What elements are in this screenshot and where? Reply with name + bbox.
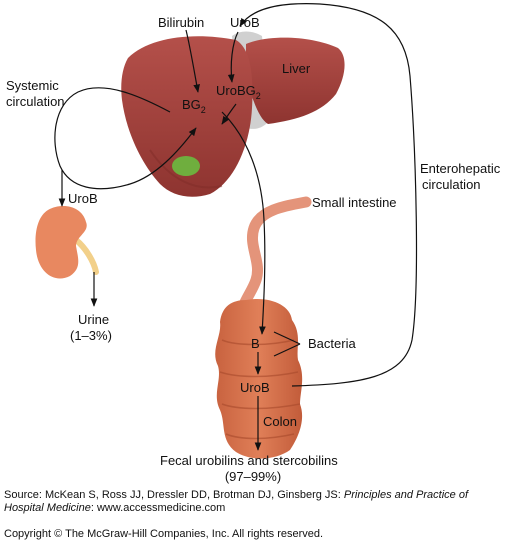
liver-shading <box>149 149 223 189</box>
kidney <box>35 206 87 279</box>
bacteria-line-lower <box>273 343 301 357</box>
label-systemic-1: Systemic <box>6 78 59 93</box>
source-title: Principles and Practice of Hospital Medi… <box>4 489 469 514</box>
small-intestine <box>236 196 312 318</box>
enterohepatic-loop <box>239 3 418 387</box>
label-fecal: Fecal urobilins and stercobilins <box>160 453 338 468</box>
label-urine-pct: (1–3%) <box>70 328 112 343</box>
liver-illustration <box>121 31 345 197</box>
label-bilirubin: Bilirubin <box>158 15 204 30</box>
kidney-illustration <box>35 206 99 279</box>
label-bg2: BG2 <box>182 97 206 115</box>
label-fecal-pct: (97–99%) <box>224 469 282 484</box>
label-enterohepatic-2: circulation <box>422 177 481 192</box>
intestine-illustration <box>215 196 312 459</box>
bilirubin-metabolism-diagram: Bilirubin UroB Liver BG2 UroBG2 Systemic… <box>6 3 501 468</box>
systemic-loop <box>54 87 197 190</box>
label-urob-colon: UroB <box>240 380 270 395</box>
colon <box>215 298 303 459</box>
liver-left-lobe <box>246 37 345 125</box>
label-b: B <box>251 336 260 351</box>
label-colon: Colon <box>263 414 297 429</box>
source-prefix: Source: McKean S, Ross JJ, Dressler DD, … <box>4 489 344 501</box>
label-urob-top: UroB <box>230 15 260 30</box>
label-bacteria: Bacteria <box>308 336 356 351</box>
label-liver: Liver <box>282 61 311 76</box>
label-urobg2: UroBG2 <box>216 83 261 101</box>
gallbladder <box>172 156 200 176</box>
arrow-bg2-to-bacteria <box>221 111 266 335</box>
arrow-urob-to-urobg2 <box>227 31 239 83</box>
arrow-urobg2-down <box>221 103 237 125</box>
label-small-intestine: Small intestine <box>312 195 397 210</box>
pathway-arrows <box>54 3 418 451</box>
label-urob-kidney: UroB <box>68 191 98 206</box>
arrow-bilirubin-to-bg2 <box>185 29 200 93</box>
copyright-notice: Copyright © The McGraw-Hill Companies, I… <box>4 528 324 540</box>
label-urine: Urine <box>78 312 109 327</box>
source-suffix: : www.accessmedicine.com <box>90 502 226 514</box>
source-caption: Source: McKean S, Ross JJ, Dressler DD, … <box>4 489 504 515</box>
label-enterohepatic-1: Enterohepatic <box>420 161 501 176</box>
label-systemic-2: circulation <box>6 94 65 109</box>
ureter <box>73 237 99 275</box>
bacteria-line-upper <box>273 331 301 345</box>
